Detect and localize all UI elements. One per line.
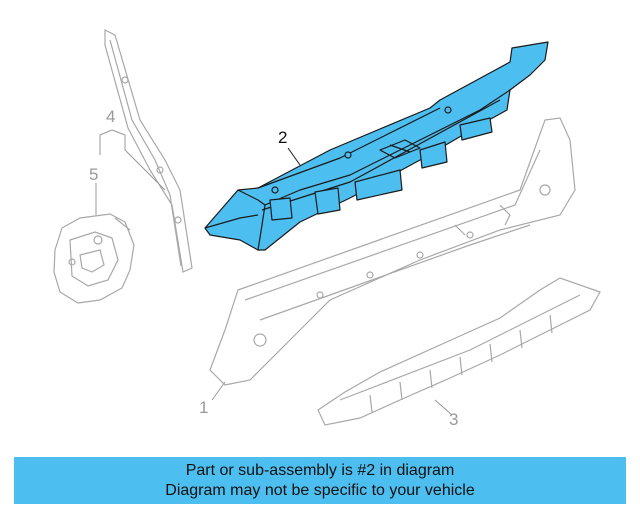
leader-part-3	[434, 399, 453, 416]
disclaimer-banner: Part or sub-assembly is #2 in diagram Di…	[14, 457, 626, 504]
part-1-rear-panel	[209, 117, 576, 386]
leader-lines	[95, 129, 453, 416]
callout-2: 2	[278, 128, 288, 147]
leader-part-4	[99, 129, 166, 191]
part-3-reinforcement	[317, 277, 601, 426]
banner-line-1: Part or sub-assembly is #2 in diagram	[185, 461, 455, 479]
part-5-bracket	[53, 213, 135, 304]
part-4-pillar	[104, 29, 193, 273]
callout-4: 4	[106, 107, 116, 126]
parts-diagram	[53, 29, 601, 426]
leader-part-2	[287, 147, 301, 166]
callout-3: 3	[449, 410, 459, 429]
callout-5: 5	[89, 165, 99, 184]
part-2-highlighted-panel	[204, 41, 549, 251]
banner-line-2: Diagram may not be specific to your vehi…	[165, 481, 475, 499]
callout-1: 1	[199, 398, 209, 417]
leader-part-1	[211, 381, 226, 401]
